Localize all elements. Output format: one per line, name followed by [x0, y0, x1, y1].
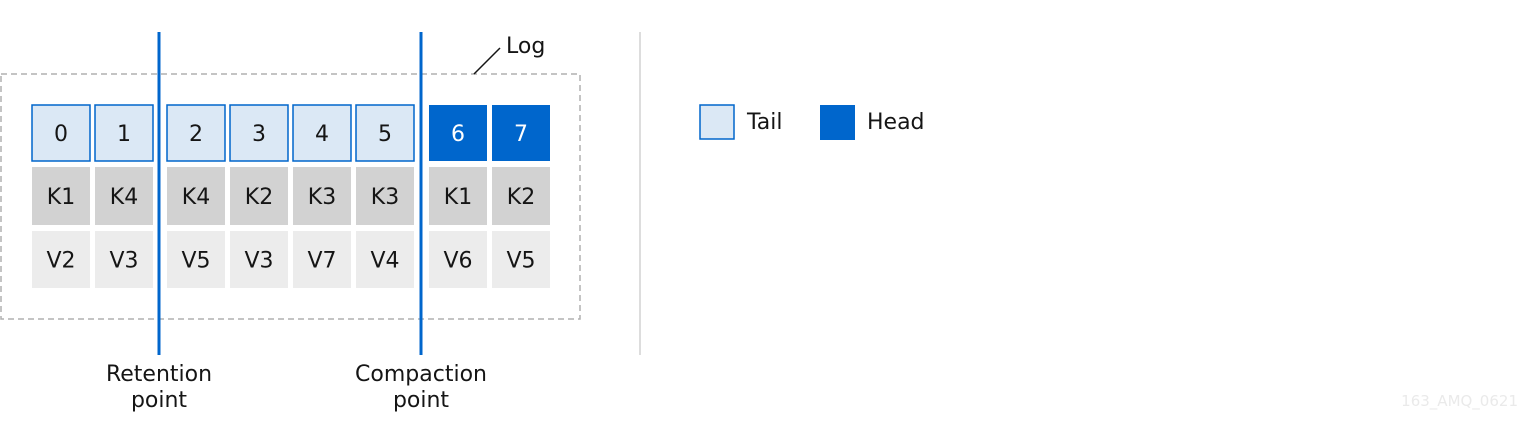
retention-point-label-line2: point: [131, 388, 187, 413]
key-cell-2: [167, 167, 225, 225]
value-label-6: V6: [443, 249, 472, 274]
key-cell-7: [492, 167, 550, 225]
key-label-4: K3: [308, 185, 336, 210]
offset-label-1: 1: [117, 122, 131, 147]
offset-cell-0: [31, 104, 91, 162]
legend-tail-swatch: [699, 104, 735, 140]
offset-cell-7: [492, 105, 550, 161]
value-cell-0: [32, 231, 90, 288]
value-cell-5: [356, 231, 414, 288]
key-label-7: K2: [507, 185, 535, 210]
retention-point-label-line1: Retention: [106, 362, 212, 387]
offset-cell-2: [166, 104, 226, 162]
legend-head-swatch: [820, 105, 855, 140]
value-label-4: V7: [307, 249, 336, 274]
value-cell-4: [293, 231, 351, 288]
offset-label-7: 7: [514, 122, 528, 147]
key-cell-4: [293, 167, 351, 225]
compaction-point-label-line1: Compaction: [355, 362, 487, 387]
value-label-5: V4: [370, 249, 399, 274]
key-label-6: K1: [444, 185, 472, 210]
legend-tail-label: Tail: [746, 110, 783, 135]
key-cell-0: [32, 167, 90, 225]
compaction-point-label-line2: point: [393, 388, 449, 413]
log-label: Log: [506, 34, 545, 59]
offset-label-6: 6: [451, 122, 465, 147]
offset-label-5: 5: [378, 122, 392, 147]
key-label-1: K4: [110, 185, 138, 210]
log-callout-line: [473, 47, 501, 75]
figure-id: 163_AMQ_0621: [1401, 392, 1518, 411]
key-cell-5: [356, 167, 414, 225]
offset-label-3: 3: [252, 122, 266, 147]
value-label-2: V5: [181, 249, 210, 274]
value-cell-1: [95, 231, 153, 288]
value-label-3: V3: [244, 249, 273, 274]
key-label-5: K3: [371, 185, 399, 210]
key-label-2: K4: [182, 185, 210, 210]
key-cell-1: [95, 167, 153, 225]
key-cell-3: [230, 167, 288, 225]
value-cell-6: [429, 231, 487, 288]
offset-cell-5: [355, 104, 415, 162]
legend: Tail Head: [699, 104, 925, 140]
value-label-7: V5: [506, 249, 535, 274]
offset-cell-1: [94, 104, 154, 162]
offset-label-0: 0: [54, 122, 68, 147]
offset-cell-6: [429, 105, 487, 161]
offset-label-4: 4: [315, 122, 329, 147]
log-boundary: [0, 73, 581, 320]
value-label-1: V3: [109, 249, 138, 274]
value-cell-3: [230, 231, 288, 288]
value-cell-7: [492, 231, 550, 288]
key-label-3: K2: [245, 185, 273, 210]
value-label-0: V2: [46, 249, 75, 274]
offset-cell-3: [229, 104, 289, 162]
offset-cell-4: [292, 104, 352, 162]
legend-head-label: Head: [867, 110, 925, 135]
value-cell-2: [167, 231, 225, 288]
offset-label-2: 2: [189, 122, 203, 147]
key-cell-6: [429, 167, 487, 225]
key-label-0: K1: [47, 185, 75, 210]
